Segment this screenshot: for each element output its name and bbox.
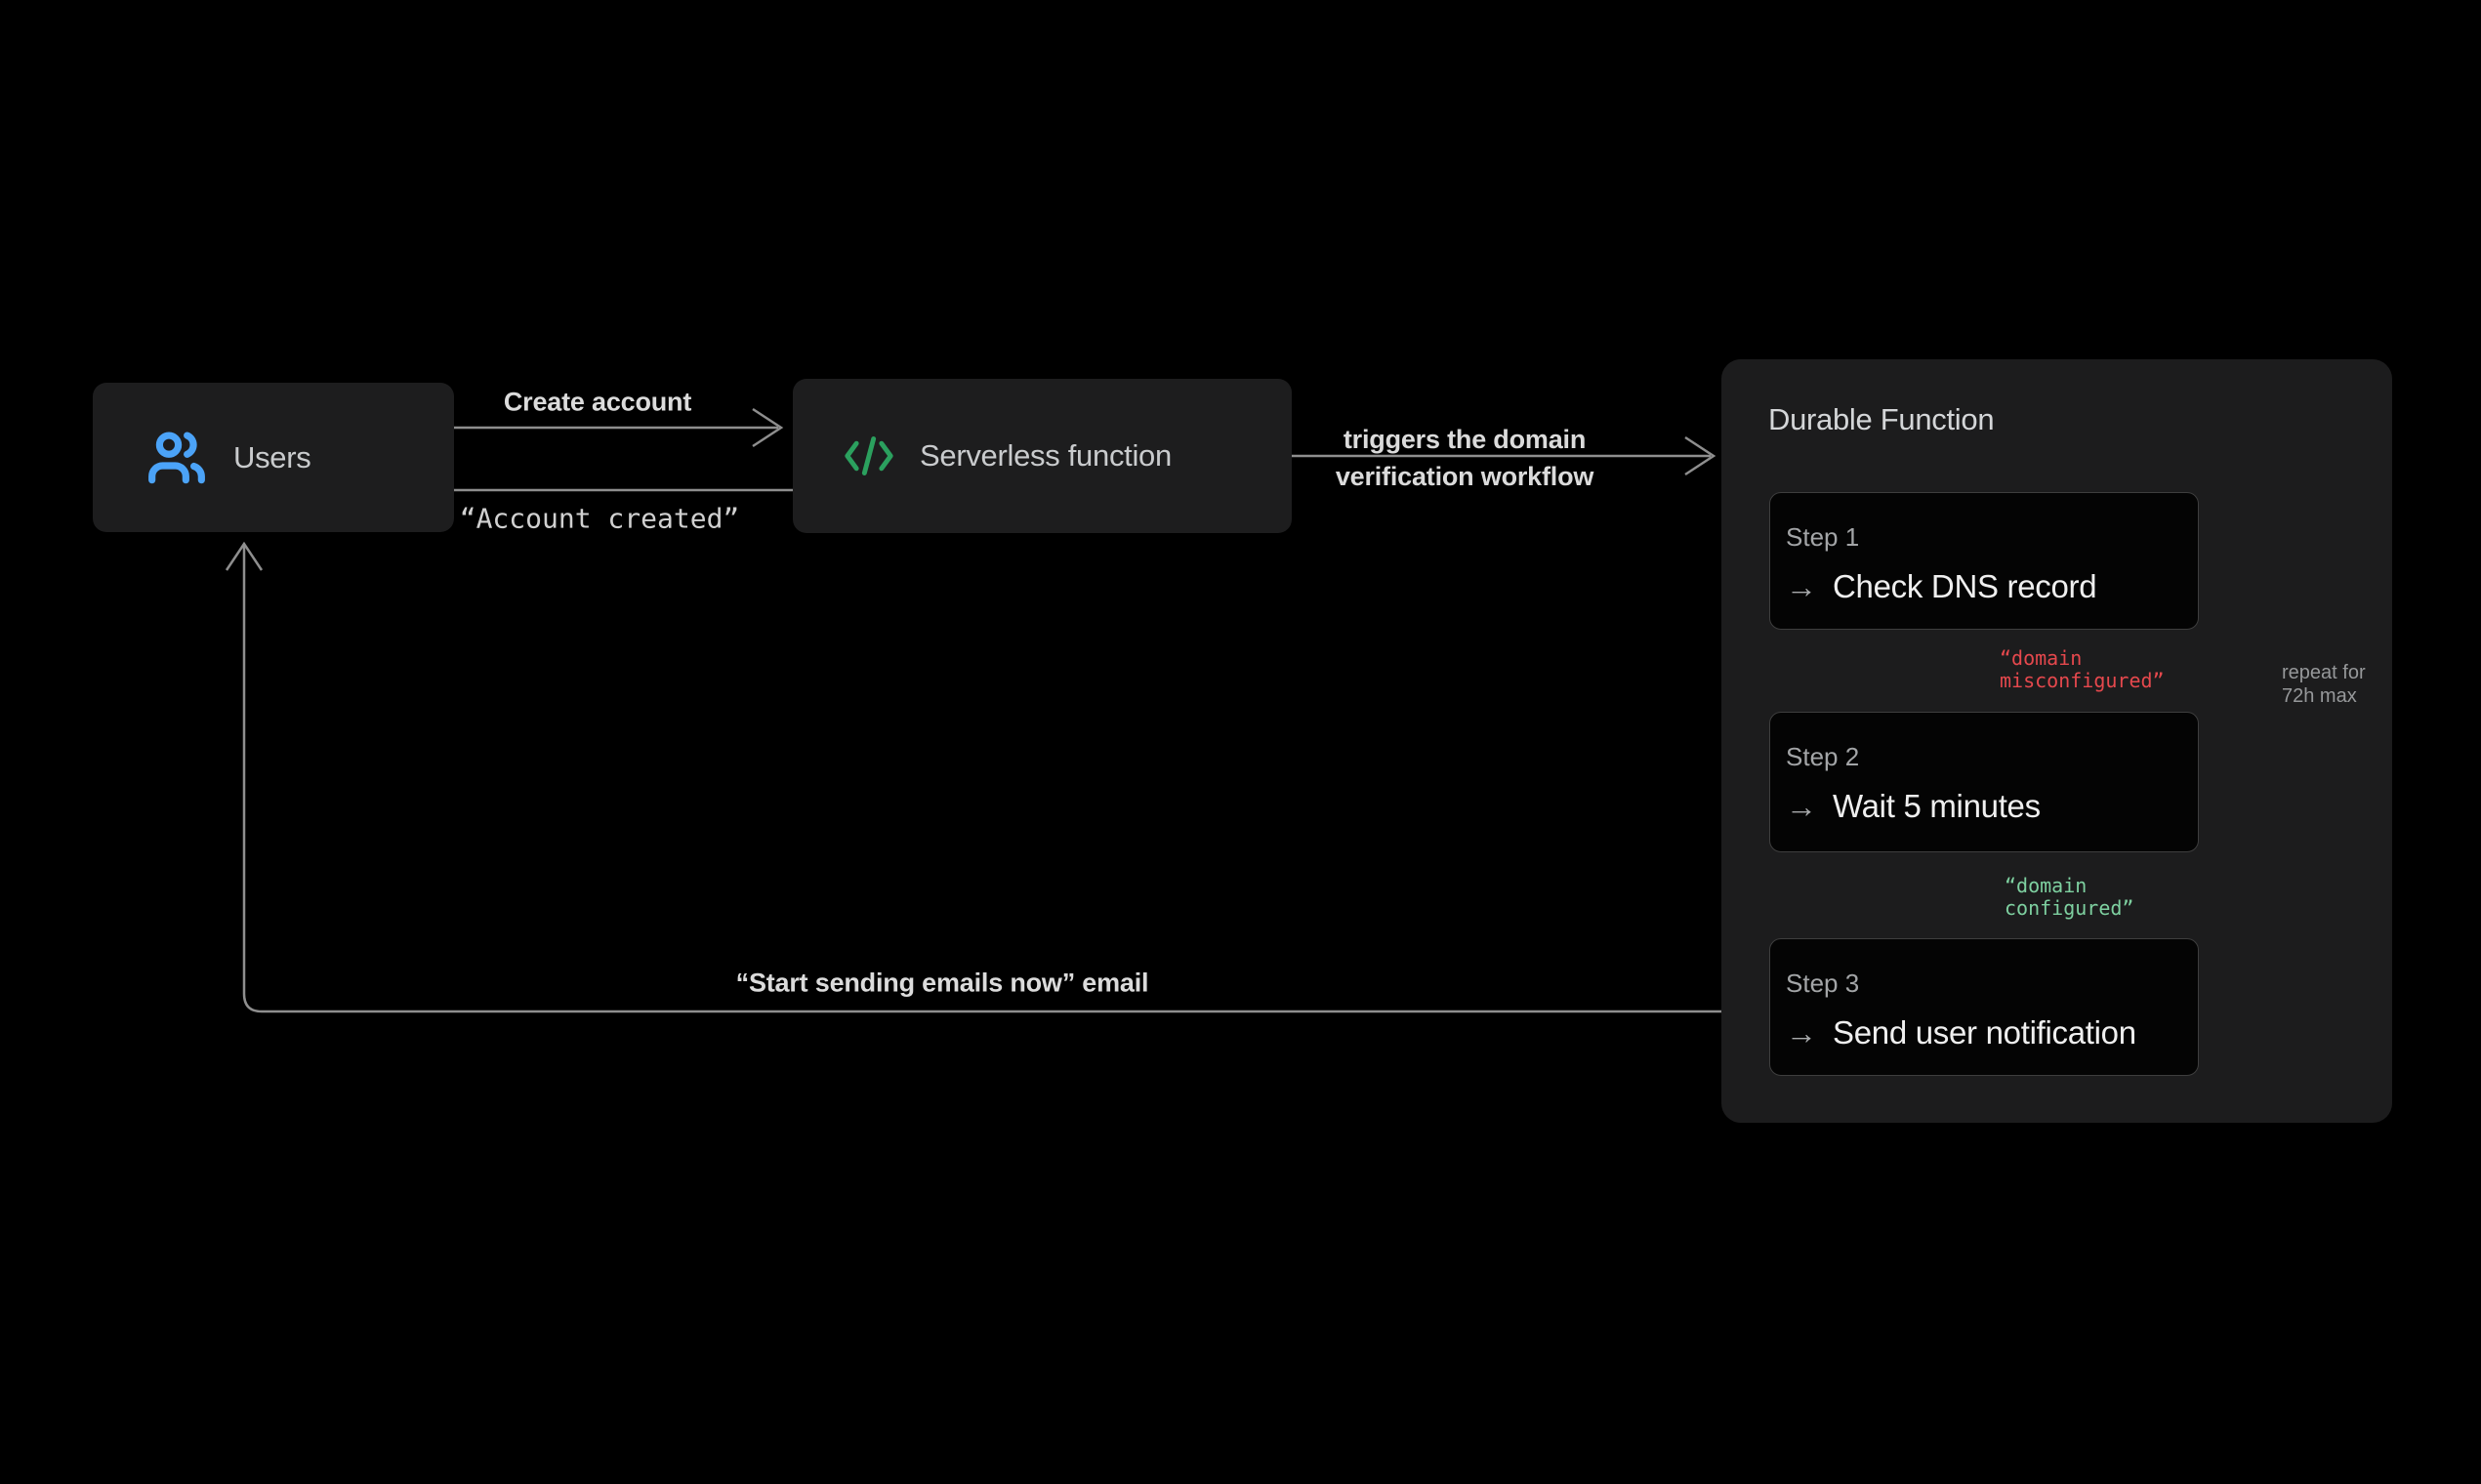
durable-function-panel: Durable Function Step 1 → Check DNS reco…: [1721, 359, 2392, 1123]
step-1-label: Step 1: [1786, 522, 1860, 552]
durable-function-title: Durable Function: [1768, 402, 1995, 436]
users-node: Users: [93, 383, 454, 532]
step-2-action: Wait 5 minutes: [1833, 788, 2041, 824]
domain-configured-label: “domain configured”: [2005, 874, 2134, 920]
triggers-label: triggers the domain verification workflo…: [1335, 425, 1594, 491]
code-icon: [845, 436, 893, 475]
triggers-arrowhead: [1684, 435, 1716, 476]
create-account-arrowhead: [752, 407, 784, 448]
account-created-label: “Account created”: [459, 502, 740, 535]
right-arrow-icon: →: [1786, 569, 1817, 604]
domain-misconfigured-label: “domain misconfigured”: [2000, 646, 2165, 692]
step-2-row: → Wait 5 minutes: [1786, 788, 2198, 825]
step-3-label: Step 3: [1786, 969, 1860, 998]
users-icon: [148, 431, 205, 483]
start-sending-line: [242, 546, 1769, 1013]
step-3-row: → Send user notification: [1786, 1014, 2198, 1051]
start-sending-label: “Start sending emails now” email: [735, 968, 1149, 998]
step-3-action: Send user notification: [1833, 1014, 2136, 1051]
step-1-row: → Check DNS record: [1786, 568, 2198, 605]
step-3-box: Step 3 → Send user notification: [1769, 938, 2199, 1076]
step-2-box: Step 2 → Wait 5 minutes: [1769, 712, 2199, 852]
create-account-label: Create account: [503, 387, 692, 417]
start-sending-arrowhead: [225, 541, 264, 571]
right-arrow-icon: →: [1786, 789, 1817, 824]
serverless-node: Serverless function: [793, 379, 1292, 533]
right-arrow-icon: →: [1786, 1015, 1817, 1051]
step-1-box: Step 1 → Check DNS record: [1769, 492, 2199, 630]
users-label: Users: [233, 439, 311, 474]
step-2-label: Step 2: [1786, 742, 1860, 771]
serverless-label: Serverless function: [920, 438, 1172, 473]
step-1-action: Check DNS record: [1833, 568, 2097, 604]
repeat-note: repeat for 72h max: [2282, 662, 2366, 707]
